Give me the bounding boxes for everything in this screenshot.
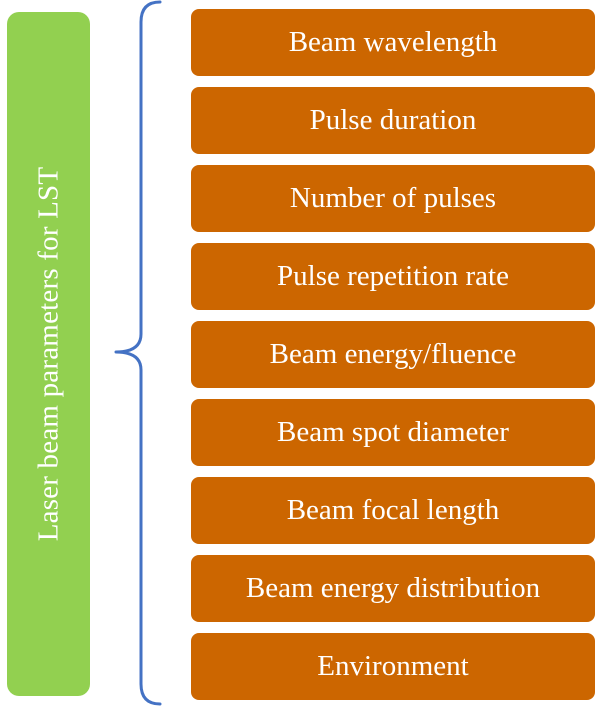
parameter-item: Beam focal length <box>191 477 595 544</box>
parameter-item: Beam spot diameter <box>191 399 595 466</box>
parameter-item: Beam wavelength <box>191 9 595 76</box>
side-label-text: Laser beam parameters for LST <box>32 166 64 542</box>
parameter-item: Beam energy distribution <box>191 555 595 622</box>
curly-brace <box>114 0 162 706</box>
side-label-box: Laser beam parameters for LST <box>7 12 90 696</box>
parameter-item: Number of pulses <box>191 165 595 232</box>
parameter-item: Environment <box>191 633 595 700</box>
parameter-list: Beam wavelength Pulse duration Number of… <box>191 9 595 711</box>
parameter-item: Pulse repetition rate <box>191 243 595 310</box>
parameter-item: Pulse duration <box>191 87 595 154</box>
parameter-item: Beam energy/fluence <box>191 321 595 388</box>
